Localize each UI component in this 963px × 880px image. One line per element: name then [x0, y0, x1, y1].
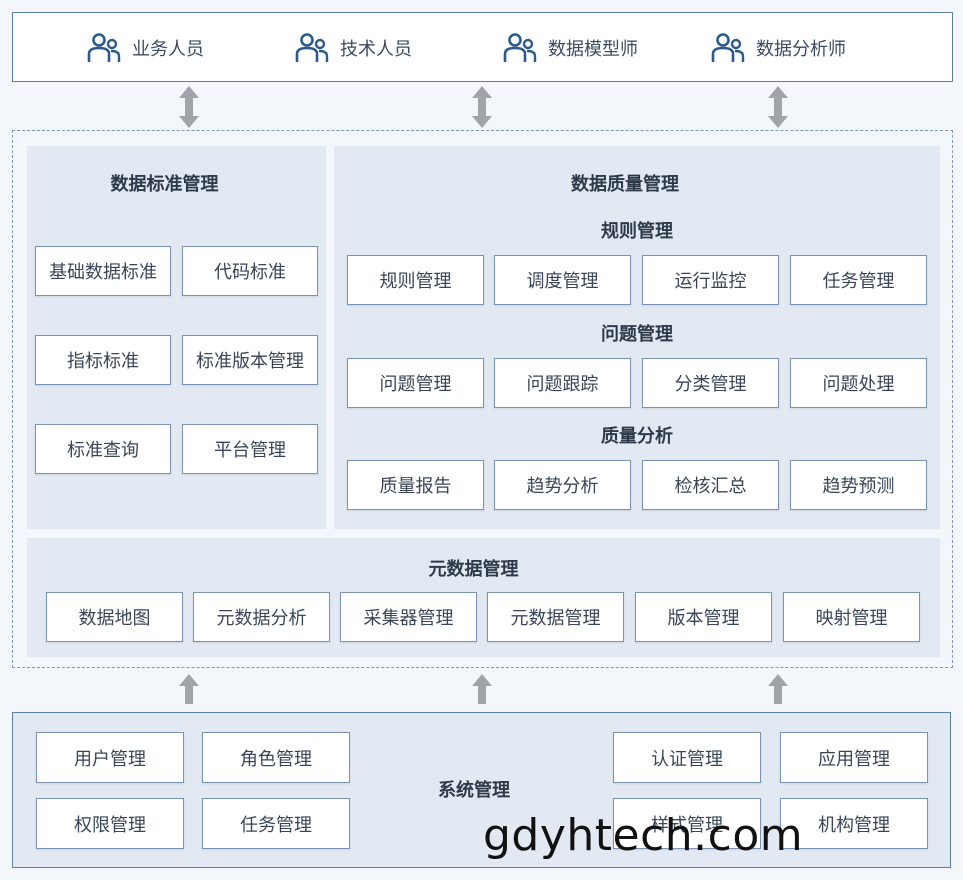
quality-item[interactable]: 问题处理: [790, 358, 927, 408]
role-data-analyst: 数据分析师: [710, 30, 846, 66]
quality-item[interactable]: 调度管理: [494, 255, 631, 305]
people-icon: [503, 33, 537, 62]
metadata-item[interactable]: 采集器管理: [340, 592, 477, 642]
people-icon: [87, 33, 121, 62]
standards-item[interactable]: 标准查询: [35, 424, 171, 474]
metadata-item[interactable]: 元数据管理: [487, 592, 624, 642]
quality-item[interactable]: 检核汇总: [642, 460, 779, 510]
system-item[interactable]: 应用管理: [780, 732, 928, 783]
role-data-modeler: 数据模型师: [502, 30, 638, 66]
quality-item[interactable]: 问题跟踪: [494, 358, 631, 408]
quality-item[interactable]: 规则管理: [347, 255, 484, 305]
metadata-item[interactable]: 元数据分析: [193, 592, 330, 642]
double-arrow-icon: [179, 86, 199, 128]
quality-item[interactable]: 趋势分析: [494, 460, 631, 510]
quality-group-title: 规则管理: [601, 221, 673, 242]
quality-group-title: 质量分析: [601, 426, 673, 447]
system-item[interactable]: 权限管理: [36, 798, 184, 849]
up-arrow-icon: [768, 674, 788, 704]
people-icon: [711, 33, 745, 62]
double-arrow-icon: [472, 86, 492, 128]
role-label: 数据模型师: [548, 39, 638, 60]
metadata-item[interactable]: 数据地图: [46, 592, 183, 642]
system-item[interactable]: 任务管理: [202, 798, 350, 849]
system-item[interactable]: 角色管理: [202, 732, 350, 783]
role-business: 业务人员: [86, 30, 204, 66]
quality-item[interactable]: 问题管理: [347, 358, 484, 408]
standards-item[interactable]: 指标标准: [35, 335, 171, 385]
system-item[interactable]: 样式管理: [613, 798, 761, 849]
quality-item[interactable]: 质量报告: [347, 460, 484, 510]
up-arrow-icon: [472, 674, 492, 704]
role-label: 业务人员: [132, 39, 204, 60]
quality-item[interactable]: 运行监控: [642, 255, 779, 305]
system-item[interactable]: 用户管理: [36, 732, 184, 783]
quality-group-title: 问题管理: [601, 324, 673, 345]
system-item[interactable]: 机构管理: [780, 798, 928, 849]
quality-title: 数据质量管理: [571, 174, 679, 195]
core-platform: [12, 130, 953, 668]
standards-item[interactable]: 代码标准: [182, 246, 318, 296]
standards-item[interactable]: 标准版本管理: [182, 335, 318, 385]
metadata-title: 元数据管理: [428, 559, 519, 580]
quality-item[interactable]: 趋势预测: [790, 460, 927, 510]
role-label: 数据分析师: [756, 39, 846, 60]
quality-item[interactable]: 任务管理: [790, 255, 927, 305]
roles-bar: [12, 12, 953, 82]
quality-item[interactable]: 分类管理: [642, 358, 779, 408]
role-technical: 技术人员: [294, 30, 412, 66]
standards-item[interactable]: 基础数据标准: [35, 246, 171, 296]
double-arrow-icon: [768, 86, 788, 128]
people-icon: [295, 33, 329, 62]
standards-item[interactable]: 平台管理: [182, 424, 318, 474]
up-arrow-icon: [179, 674, 199, 704]
system-item[interactable]: 认证管理: [613, 732, 761, 783]
system-title: 系统管理: [438, 780, 510, 801]
watermark: gdyhtech.com: [483, 810, 804, 861]
metadata-item[interactable]: 版本管理: [635, 592, 772, 642]
role-label: 技术人员: [340, 39, 412, 60]
metadata-item[interactable]: 映射管理: [783, 592, 920, 642]
standards-title: 数据标准管理: [110, 174, 219, 195]
